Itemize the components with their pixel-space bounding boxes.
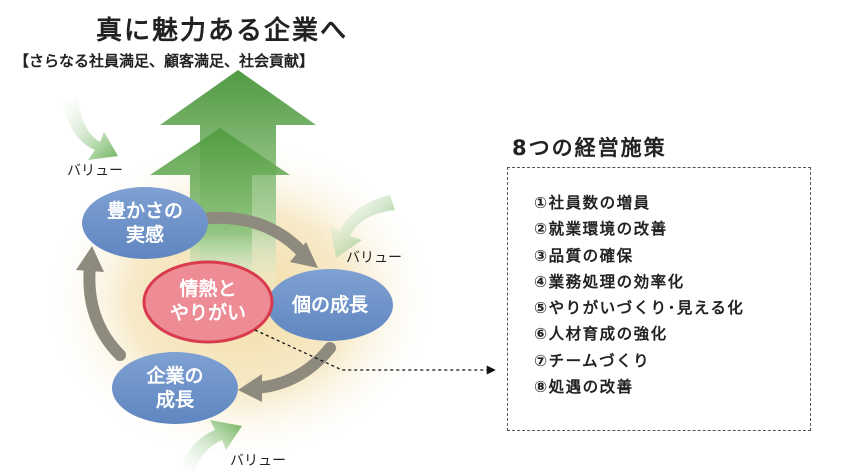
- value-arrow-left-top: [62, 98, 118, 160]
- value-arrow-bottom: [180, 420, 242, 472]
- cycle-arrow-company-to-richness: [83, 259, 126, 361]
- policy-item-3: ③品質の確保: [534, 246, 634, 265]
- cycle-arrowhead-1: [290, 242, 318, 268]
- node-passion-label: 情熱と やりがい: [169, 278, 246, 324]
- value-arrow-right: [330, 195, 395, 258]
- node-richness: [82, 187, 208, 259]
- cycle-arrow-growth-to-company: [249, 342, 336, 394]
- page-subtitle: 【さらなる社員満足、顧客満足、社会貢献】: [14, 52, 315, 70]
- cycle-arrowhead-2: [238, 374, 262, 402]
- policies-list: ①社員数の増員 ②就業環境の改善 ③品質の確保 ④業務処理の効率化 ⑤やりがいづ…: [534, 190, 744, 400]
- policy-item-7: ⑦チームづくり: [534, 351, 651, 370]
- node-company-growth: [112, 352, 238, 424]
- node-personal-growth: [267, 269, 393, 341]
- node-company-growth-label: 企業の 成長: [146, 365, 204, 411]
- policy-item-6: ⑥人材育成の強化: [534, 325, 668, 344]
- policies-title: 8つの経営施策: [512, 136, 667, 160]
- cycle-arrow-richness-to-growth: [204, 211, 306, 256]
- page-title: 真に魅力ある企業へ: [96, 16, 349, 46]
- policy-item-1: ①社員数の増員: [534, 194, 651, 212]
- policy-item-2: ②就業環境の改善: [534, 220, 668, 239]
- node-richness-label: 豊かさの 実感: [106, 200, 183, 246]
- node-personal-growth-label: 個の成長: [291, 294, 368, 316]
- policy-item-5: ⑤やりがいづくり･見える化: [534, 299, 745, 318]
- policies-box: ①社員数の増員 ②就業環境の改善 ③品質の確保 ④業務処理の効率化 ⑤やりがいづ…: [507, 167, 811, 431]
- connector-to-policies: [254, 329, 496, 375]
- value-label-left: バリュー: [67, 163, 123, 179]
- value-label-right: バリュー: [346, 250, 402, 266]
- policy-item-8: ⑧処遇の改善: [534, 378, 634, 397]
- cycle-arrowhead-3: [76, 246, 104, 272]
- node-passion: [142, 260, 274, 344]
- value-label-bottom: バリュー: [230, 453, 286, 469]
- policy-item-4: ④業務処理の効率化: [534, 272, 685, 291]
